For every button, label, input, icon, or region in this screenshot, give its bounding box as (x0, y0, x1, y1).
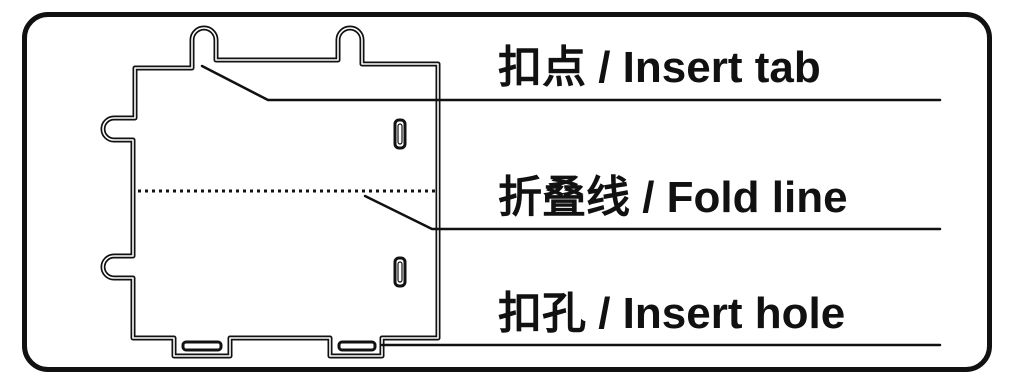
insert-hole-lower (393, 256, 407, 288)
bottom-tab-slot-right (337, 340, 377, 352)
insert-hole-upper (393, 118, 407, 150)
leader-insert-tab (200, 64, 942, 102)
diagram-frame (22, 12, 992, 372)
bottom-tab-slot-left (181, 340, 223, 352)
label-insert-hole: 扣孔 / Insert hole (498, 289, 846, 338)
label-insert-tab: 扣点 / Insert tab (498, 43, 821, 92)
leader-fold-line (363, 194, 942, 231)
label-fold-line: 折叠线 / Fold line (498, 173, 848, 222)
